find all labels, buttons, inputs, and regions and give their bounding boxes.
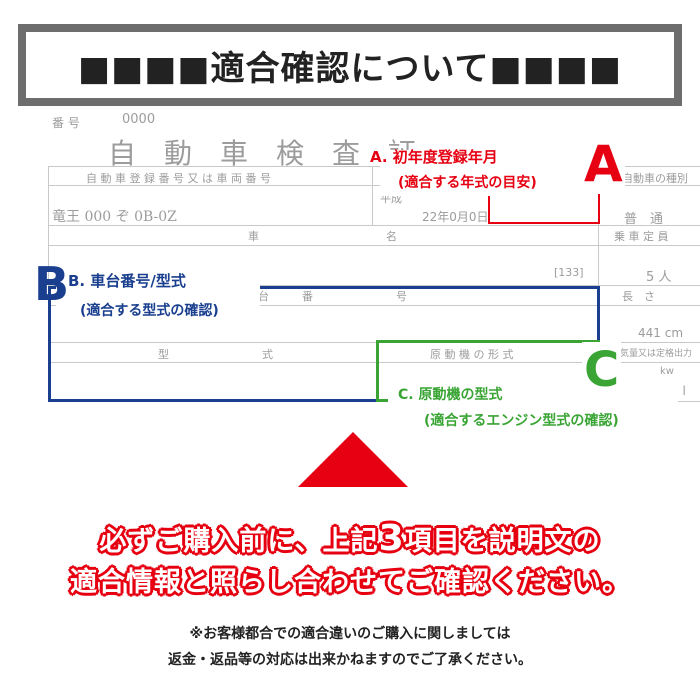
grid-line — [48, 225, 700, 226]
cert-capacity-label: 乗 車 定 員 — [614, 230, 669, 243]
grid-line — [372, 166, 373, 225]
notice-line-1-start: 必ずご購入前に、上記 — [99, 526, 379, 557]
header-banner-inner: ■■■■適合確認について■■■■ — [26, 32, 674, 98]
banner-title: ■■■■適合確認について■■■■ — [78, 48, 622, 89]
callout-a-subtitle: (適合する年式の目安) — [398, 175, 537, 191]
grid-line — [48, 245, 700, 246]
header-banner: ■■■■適合確認について■■■■ — [18, 24, 682, 106]
callout-a-title: A. 初年度登録年月 — [370, 148, 498, 166]
notice-number: 3 — [378, 518, 405, 559]
callout-b-label-bg — [56, 262, 260, 322]
callout-c-label-bg — [388, 380, 678, 432]
callout-b-title: B. 車台番号/型式 — [68, 272, 186, 290]
red-triangle-arrow-icon — [298, 432, 408, 487]
grid-line — [48, 305, 700, 306]
cert-engine-label: 原 動 機 の 形 式 — [430, 348, 514, 361]
callout-a-letter: A — [582, 134, 625, 194]
cert-model-label: 型 — [158, 348, 169, 361]
cert-chassis-label: 号 — [396, 290, 407, 303]
vehicle-inspection-certificate: 番 号 0000 自 動 車 検 査 証 自 動 車 登 録 番 号 又 は 車… — [0, 110, 700, 410]
cert-length-label: 長 さ — [622, 290, 655, 303]
grid-line — [598, 166, 599, 402]
grid-line — [48, 362, 700, 363]
callout-b-subtitle: (適合する型式の確認) — [80, 303, 219, 319]
cert-model-label: 式 — [262, 348, 273, 361]
cert-displacement-value: 441 cm — [638, 326, 684, 340]
callout-b-letter: B — [34, 257, 70, 311]
fine-print-line-1: ※お客様都合での適合違いのご購入に関しましては — [189, 626, 511, 642]
grid-line — [48, 285, 700, 286]
cert-heading: 自 動 車 検 査 証 — [108, 137, 417, 170]
notice-line-1-end: 項目を説明文の — [404, 526, 601, 557]
cert-number-value: 0000 — [122, 112, 156, 127]
grid-line — [48, 166, 49, 402]
cert-col-vehicle-kind: 自動車の種別 — [622, 172, 688, 185]
cert-car-label: 車 — [248, 230, 259, 243]
callout-a-label-bg — [380, 150, 592, 196]
grid-line — [48, 342, 700, 343]
cert-col-registration: 自 動 車 登 録 番 号 又 は 車 両 番 号 — [86, 172, 271, 185]
callout-c-letter: C — [582, 342, 622, 398]
callout-c-title: C. 原動機の型式 — [398, 387, 503, 403]
grid-line — [48, 185, 700, 186]
cert-fuel-label: 総排気量又は定格出力 — [602, 349, 693, 359]
grid-line — [48, 166, 700, 167]
cert-chassis-label: 番 — [302, 290, 313, 303]
cert-number-label: 番 号 — [52, 116, 80, 130]
cert-name-label: 名 — [386, 230, 397, 243]
cert-code-value: [133] — [554, 266, 584, 279]
cert-chassis-label: 台 — [258, 290, 269, 303]
fine-print-line-2: 返金・返品等の対応は出来かねますのでご了承ください。 — [168, 652, 532, 668]
notice-line-2: 適合情報と照らし合わせてご確認ください。 — [70, 567, 630, 598]
cert-kw-value: kw — [660, 366, 674, 377]
cert-plate: 竜王 000 ぞ 0B-0Z — [52, 209, 177, 225]
callout-c-subtitle: (適合するエンジン型式の確認) — [424, 413, 619, 429]
notice-line-1: 必ずご購入前に、上記3項目を説明文の — [0, 521, 700, 559]
cert-usage: 普 通 — [624, 212, 664, 227]
cert-capacity-value: 5 人 — [646, 270, 672, 285]
cert-date-value: 22年0月0日 — [422, 210, 489, 224]
